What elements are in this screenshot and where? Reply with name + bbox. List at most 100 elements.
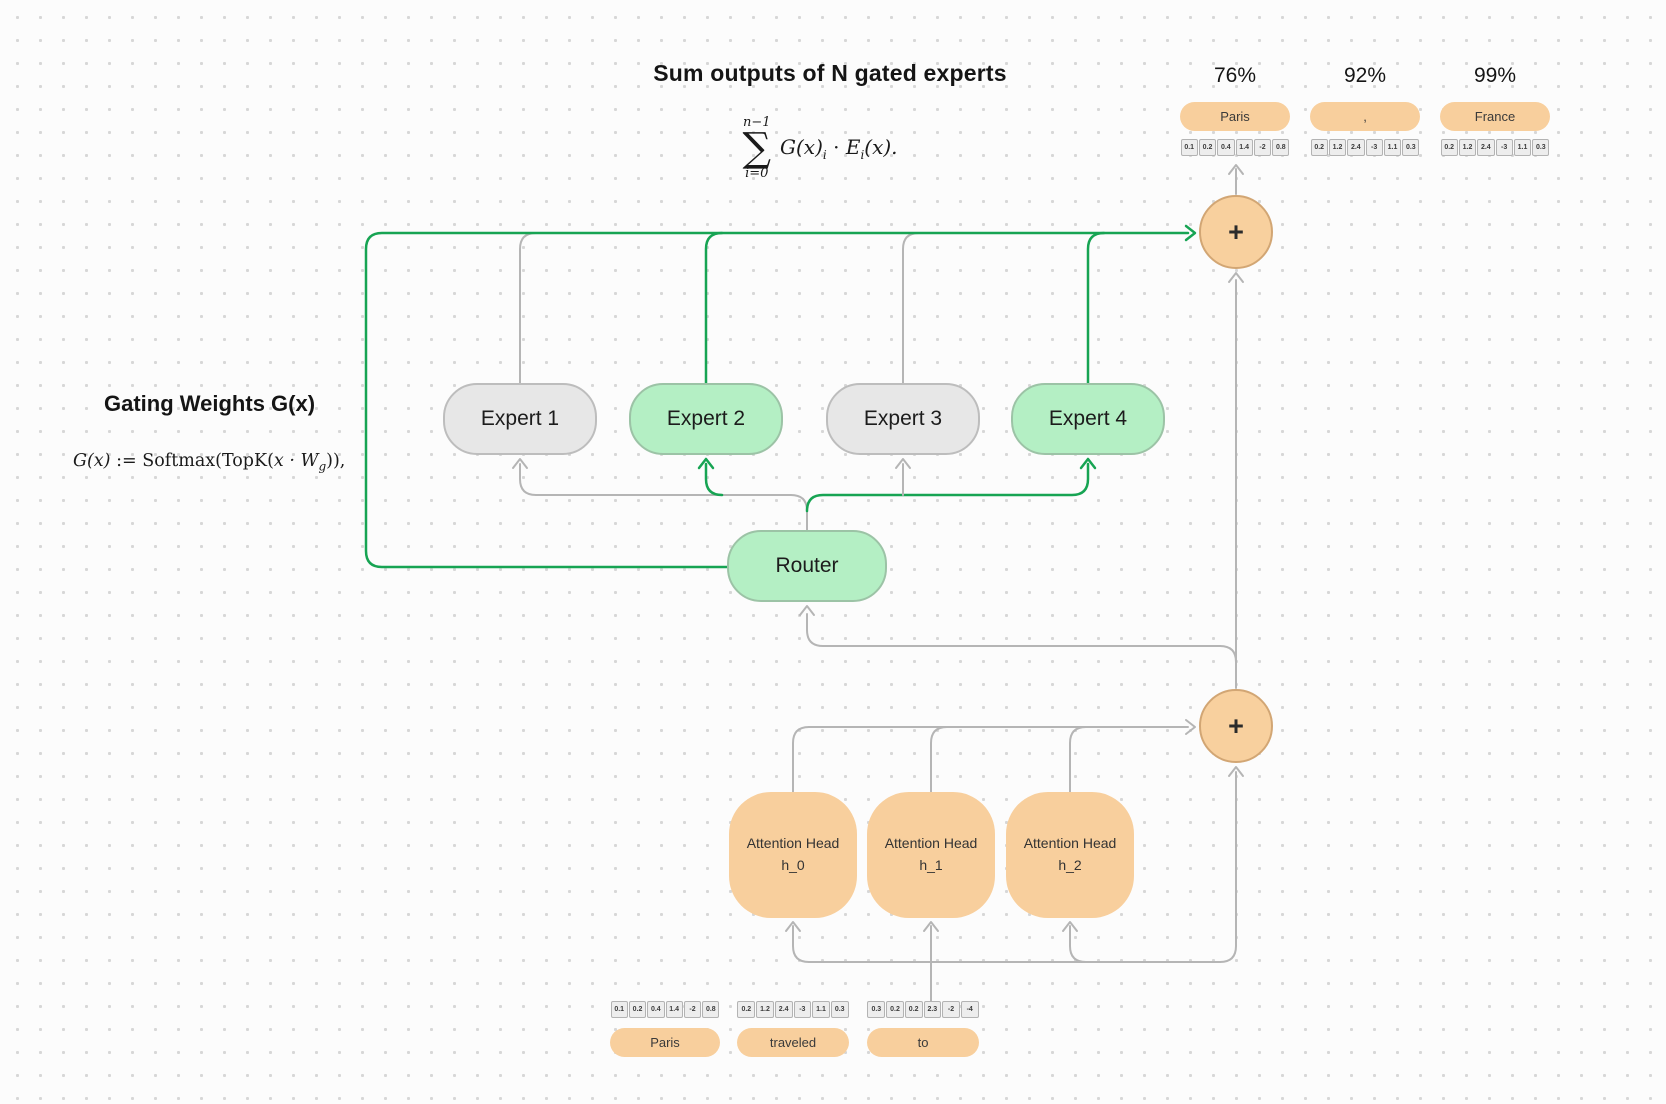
sum-dot: · bbox=[833, 134, 840, 159]
vector-cell: 0.2 bbox=[886, 1001, 904, 1018]
vector-cell: -3 bbox=[1495, 139, 1513, 156]
output-token-chip: France bbox=[1440, 102, 1550, 131]
attention-head-id: h_2 bbox=[1058, 857, 1082, 873]
vector-cell: 1.1 bbox=[812, 1001, 830, 1018]
arrow-into-head1 bbox=[923, 921, 939, 932]
vector-cell: 0.2 bbox=[628, 1001, 647, 1018]
wire-head2-in bbox=[1069, 925, 1087, 963]
attention-head-label: Attention Head bbox=[1023, 835, 1117, 852]
sum-term-e: E bbox=[845, 134, 861, 159]
attention-head-box: Attention Head h_0 bbox=[729, 792, 857, 918]
vector-cell: 0.2 bbox=[737, 1001, 756, 1018]
sum-term-g: G(x) bbox=[780, 134, 823, 159]
wire-expert4-out bbox=[1086, 231, 1106, 386]
vector-cell: 0.1 bbox=[1180, 139, 1198, 156]
vector-cell: 0.3 bbox=[867, 1001, 886, 1018]
vector-cell: 0.2 bbox=[904, 1001, 923, 1018]
wire-router-to-expert2 bbox=[704, 462, 724, 497]
sum-lower-limit: i=0 bbox=[745, 166, 769, 181]
wire-expert3-out bbox=[902, 232, 920, 385]
vector-cell: -4 bbox=[960, 1001, 979, 1018]
arrow-into-lower-plus-bottom bbox=[1228, 766, 1244, 777]
vector-cell: 1.2 bbox=[1458, 139, 1477, 156]
vector-cell: 1.1 bbox=[1383, 139, 1402, 156]
input-token-chip: to bbox=[867, 1028, 979, 1057]
attention-head-label: Attention Head bbox=[884, 835, 978, 852]
wire-hidden-to-router bbox=[806, 613, 1237, 663]
vector-cell: 0.8 bbox=[1272, 139, 1290, 156]
vector-cell: 0.3 bbox=[1402, 139, 1420, 156]
gating-heading: Gating Weights G(x) bbox=[104, 391, 316, 416]
gating-assign: := bbox=[110, 451, 143, 471]
expert-box-4: Expert 4 bbox=[1011, 383, 1165, 455]
vector-cell: -3 bbox=[1365, 139, 1383, 156]
wire-head0-out bbox=[792, 726, 1189, 793]
wire-gating-loop bbox=[364, 231, 1190, 569]
arrow-into-lower-plus-left bbox=[1185, 719, 1196, 735]
arrow-into-top-plus-bottom bbox=[1228, 272, 1244, 283]
vector-cell: 1.1 bbox=[1513, 139, 1532, 156]
output-prob: 92% bbox=[1343, 64, 1387, 87]
attention-head-box: Attention Head h_1 bbox=[867, 792, 995, 918]
arrow-into-expert1 bbox=[512, 458, 528, 469]
gating-formula: G(x) := Softmax(TopK(x · Wg)), bbox=[73, 451, 345, 474]
input-token-chip: Paris bbox=[610, 1028, 720, 1057]
gating-ops: Softmax(TopK( bbox=[142, 451, 274, 471]
attention-head-id: h_1 bbox=[919, 857, 943, 873]
sum-upper-limit: n−1 bbox=[742, 115, 771, 130]
attention-head-box: Attention Head h_2 bbox=[1006, 792, 1134, 918]
arrow-into-expert2 bbox=[697, 457, 715, 470]
wire-token-bus bbox=[792, 771, 1237, 963]
vector-cell: 2.4 bbox=[1477, 139, 1495, 156]
sum-formula: n−1 ∑ i=0 G(x)i · Ei(x). bbox=[695, 112, 945, 184]
gating-lhs: G(x) bbox=[73, 451, 111, 471]
arrow-into-top-plus-left bbox=[1184, 224, 1197, 242]
output-prob: 76% bbox=[1213, 64, 1257, 87]
sigma-symbol: ∑ bbox=[742, 125, 772, 171]
vector-cell: 1.2 bbox=[756, 1001, 774, 1018]
vector-cell: 0.3 bbox=[1532, 139, 1550, 156]
gating-arg-sub: g bbox=[318, 459, 327, 474]
output-token-chip: , bbox=[1310, 102, 1420, 131]
vector-cell: 1.4 bbox=[665, 1001, 683, 1018]
wire-expert2-out bbox=[704, 231, 724, 386]
output-prob: 99% bbox=[1473, 64, 1517, 87]
expert-box-2: Expert 2 bbox=[629, 383, 783, 455]
vector-cell: 0.4 bbox=[647, 1001, 665, 1018]
wire-router-to-expert1 bbox=[519, 463, 808, 531]
vector-cell: -2 bbox=[1253, 139, 1272, 156]
wire-head1-out bbox=[930, 726, 948, 793]
vector-cell: 0.2 bbox=[1440, 139, 1458, 156]
vector-cell: 1.2 bbox=[1328, 139, 1347, 156]
sum-term-g-sub: i bbox=[822, 147, 827, 162]
expert-box-3: Expert 3 bbox=[826, 383, 980, 455]
gating-close: )), bbox=[326, 451, 346, 471]
sum-term-e-sub: i bbox=[860, 147, 865, 162]
plus-circle-top: + bbox=[1199, 195, 1273, 269]
arrow-into-expert3 bbox=[895, 458, 911, 469]
arrow-into-head0 bbox=[785, 921, 801, 932]
arrow-into-expert4 bbox=[1079, 457, 1097, 470]
vector-cell: 2.4 bbox=[774, 1001, 793, 1018]
attention-head-label: Attention Head bbox=[746, 835, 840, 852]
diagram-title: Sum outputs of N gated experts bbox=[653, 60, 1007, 86]
vector-cell: 2.3 bbox=[923, 1001, 942, 1018]
output-token-chip: Paris bbox=[1180, 102, 1290, 131]
vector-cell: 0.3 bbox=[830, 1001, 849, 1018]
vector-cell: 2.4 bbox=[1347, 139, 1365, 156]
arrow-into-router bbox=[799, 605, 815, 616]
input-token-chip: traveled bbox=[737, 1028, 849, 1057]
wire-expert1-out bbox=[519, 232, 537, 385]
expert-box-1: Expert 1 bbox=[443, 383, 597, 455]
gating-arg: x · W bbox=[273, 451, 319, 471]
vector-cell: 1.4 bbox=[1235, 139, 1253, 156]
wire-head2-out bbox=[1069, 726, 1087, 793]
